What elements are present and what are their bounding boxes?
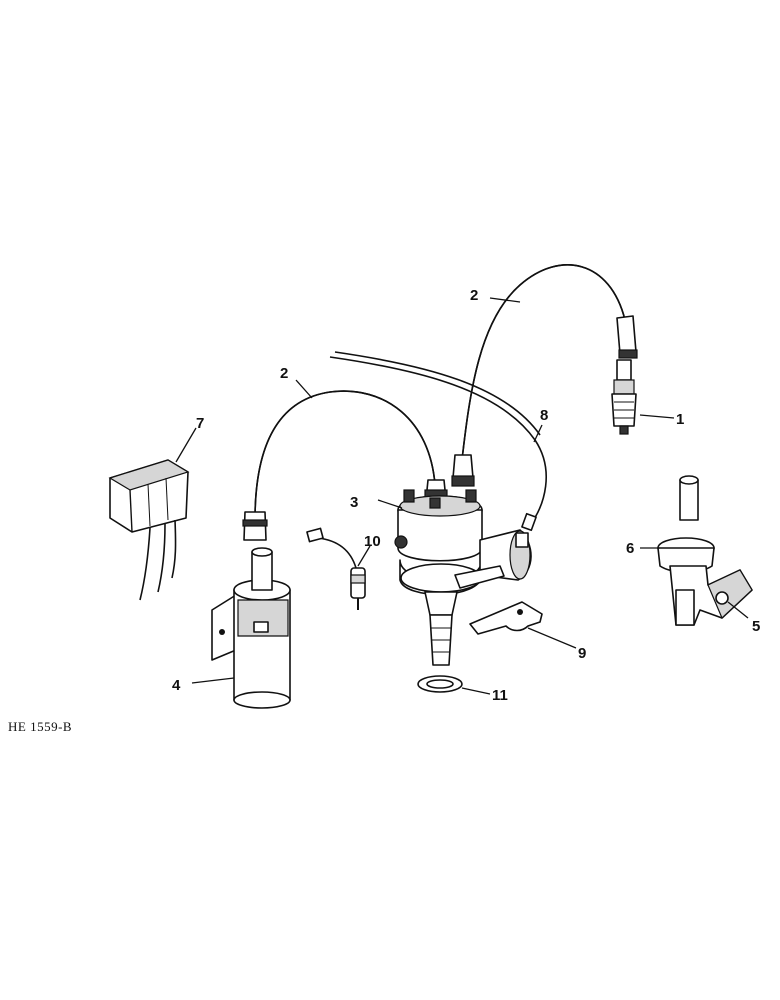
label-3: 3 bbox=[350, 494, 358, 511]
ignition-coil bbox=[211, 547, 291, 709]
label-5: 5 bbox=[752, 618, 760, 635]
label-1: 1 bbox=[676, 411, 684, 428]
seal-ring bbox=[417, 675, 463, 693]
spark-plug bbox=[611, 359, 637, 435]
distributor bbox=[394, 489, 532, 666]
coil-wire-left bbox=[242, 390, 448, 541]
label-4: 4 bbox=[172, 677, 181, 694]
label-2-left: 2 bbox=[280, 365, 288, 382]
label-10: 10 bbox=[364, 533, 381, 550]
spark-plug-wire-right bbox=[451, 264, 638, 487]
drawing-reference: HE 1559-B bbox=[8, 719, 72, 734]
voltage-regulator bbox=[108, 459, 190, 601]
label-6: 6 bbox=[626, 540, 634, 557]
label-8: 8 bbox=[540, 407, 548, 424]
condenser bbox=[306, 527, 366, 610]
label-7: 7 bbox=[196, 415, 204, 432]
bracket bbox=[469, 601, 543, 635]
fuel-pump bbox=[657, 475, 753, 626]
label-9: 9 bbox=[578, 645, 586, 662]
wire-8 bbox=[329, 351, 547, 532]
label-11: 11 bbox=[492, 687, 508, 704]
leader-lines bbox=[175, 297, 749, 695]
label-2-right: 2 bbox=[470, 287, 478, 304]
